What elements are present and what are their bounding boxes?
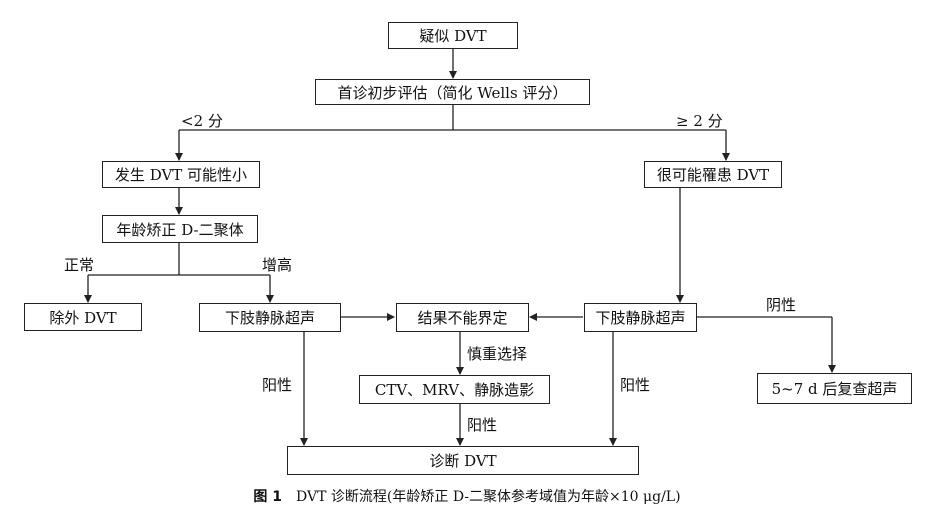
label-careful-selection: 慎重选择: [467, 345, 528, 363]
node-low-probability: 发生 DVT 可能性小: [102, 161, 260, 188]
node-high-probability: 很可能罹患 DVT: [644, 161, 782, 188]
label-less-than-2: <2 分: [181, 112, 223, 130]
node-advanced-imaging: CTV、MRV、静脉造影: [359, 375, 550, 404]
label-positive-mid: 阳性: [467, 416, 498, 434]
label-positive-right: 阳性: [620, 376, 651, 394]
label-negative: 阴性: [766, 296, 797, 314]
node-venous-ultrasound-left: 下肢静脉超声: [199, 303, 341, 332]
figure-caption-text: DVT 诊断流程(年龄矫正 D-二聚体参考域值为年龄×10 μg/L): [296, 489, 681, 505]
node-exclude-dvt: 除外 DVT: [24, 303, 142, 331]
figure-number: 图 1: [253, 489, 283, 505]
label-ge-2: ≥ 2 分: [676, 112, 723, 130]
label-positive-left: 阳性: [262, 376, 293, 394]
node-suspect-dvt: 疑似 DVT: [388, 22, 518, 49]
node-diagnose-dvt: 诊断 DVT: [287, 446, 639, 475]
node-initial-assessment: 首诊初步评估（简化 Wells 评分）: [315, 79, 590, 105]
node-indeterminate-result: 结果不能界定: [396, 303, 529, 332]
label-normal: 正常: [64, 256, 95, 274]
figure-caption: 图 1 DVT 诊断流程(年龄矫正 D-二聚体参考域值为年龄×10 μg/L): [0, 486, 934, 506]
node-age-adjusted-ddimer: 年龄矫正 D-二聚体: [102, 215, 258, 243]
node-recheck-ultrasound: 5~7 d 后复查超声: [757, 373, 912, 404]
label-elevated: 增高: [262, 256, 293, 274]
node-venous-ultrasound-right: 下肢静脉超声: [584, 303, 697, 332]
